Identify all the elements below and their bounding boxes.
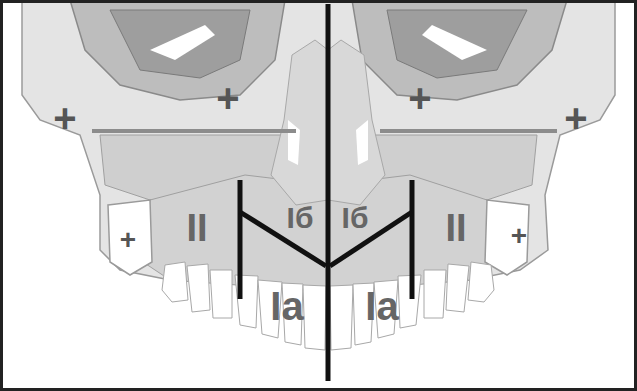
zone-label: Iб: [342, 203, 369, 233]
zone-plus-mark: +: [53, 98, 76, 138]
zone-plus-mark: +: [120, 226, 136, 254]
zone-plus-mark: +: [216, 78, 239, 118]
zone-label: Ia: [270, 286, 303, 326]
zone-plus-mark: +: [408, 78, 431, 118]
zone-label: Ia: [365, 286, 398, 326]
zone-plus-mark: +: [564, 98, 587, 138]
zone-plus-mark: +: [511, 222, 527, 250]
zone-label: Iб: [287, 203, 314, 233]
zone-label: II: [186, 209, 207, 247]
zone-label: II: [445, 209, 466, 247]
